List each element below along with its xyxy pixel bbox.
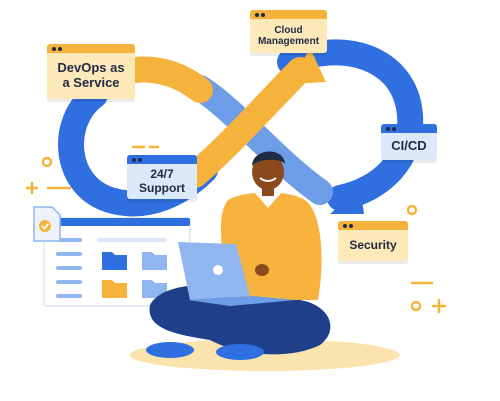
document-check-icon <box>33 206 61 242</box>
person-shoe-left <box>146 342 194 358</box>
person-torso <box>220 192 322 300</box>
floor-shadow <box>130 339 400 371</box>
support-card: 24/7 Support <box>127 155 197 199</box>
card-title-bar <box>381 124 437 133</box>
card-title-bar <box>127 155 197 164</box>
cloud-management-card-label: Cloud Management <box>257 24 320 48</box>
person-hair <box>252 151 285 166</box>
card-title-bar <box>250 10 327 19</box>
folder-icon <box>102 252 167 298</box>
loop-right-blue <box>277 39 424 211</box>
cicd-card: CI/CD <box>381 124 437 160</box>
person-with-laptop-icon <box>146 151 331 360</box>
loop-arrow-head-bottom <box>330 186 364 214</box>
decorative-sparkles <box>25 145 447 314</box>
person-shoe-right <box>216 344 264 360</box>
security-card: Security <box>338 221 408 261</box>
devops-card-label: DevOps as a Service <box>57 60 125 90</box>
person-head <box>252 154 284 190</box>
laptop-base <box>188 296 296 306</box>
person-legs <box>149 285 331 355</box>
support-card-label: 24/7 Support <box>139 166 185 195</box>
devops-card: DevOps as a Service <box>47 44 135 99</box>
loop-arrow-head-right <box>290 48 326 84</box>
card-title-bar <box>47 44 135 53</box>
cloud-management-card: Cloud Management <box>250 10 327 53</box>
card-title-bar <box>338 221 408 230</box>
security-card-label: Security <box>349 237 397 252</box>
loop-diagonal-light-blue <box>187 75 333 205</box>
cicd-card-label: CI/CD <box>391 138 427 154</box>
loop-diagonal-orange <box>182 57 313 188</box>
